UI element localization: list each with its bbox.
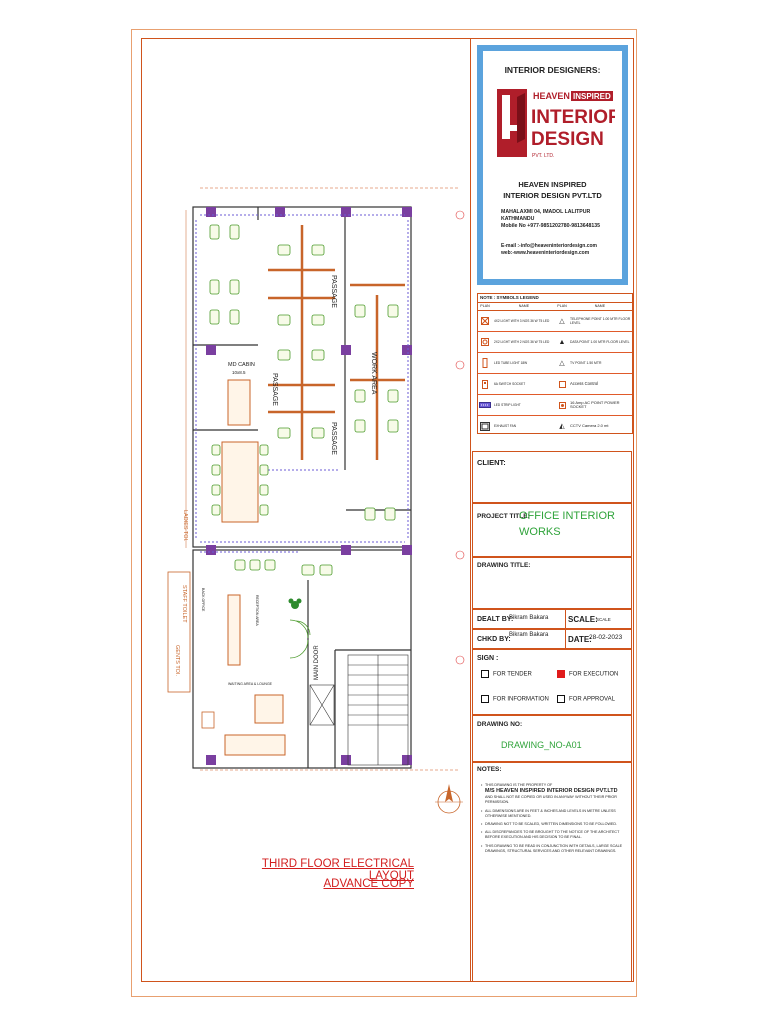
md-cabin-size: 10x8.5 bbox=[232, 370, 246, 375]
company-logo-icon: HEAVEN INSPIRED INTERIOR DESIGN PVT. LTD… bbox=[497, 89, 615, 159]
passage-label-3: PASSAGE bbox=[330, 422, 337, 455]
exhaust-fan-icon bbox=[480, 421, 490, 431]
designer-header: INTERIOR DESIGNERS: bbox=[504, 65, 601, 75]
sheet-outer-border bbox=[131, 29, 637, 997]
sign-block: SIGN : FOR TENDER FOR EXECUTION FOR INFO… bbox=[472, 649, 632, 715]
light-4x2-icon bbox=[481, 317, 489, 325]
project-title-value: OFFICE INTERIOR bbox=[519, 510, 615, 522]
designer-logo-panel: INTERIOR DESIGNERS: HEAVEN INSPIRED INTE… bbox=[477, 45, 628, 285]
checked-label: CHKD BY: bbox=[477, 636, 511, 643]
tender-checkbox[interactable] bbox=[481, 670, 489, 678]
execution-checkbox[interactable] bbox=[557, 670, 565, 678]
legend-row: LED TUBE LIGHT 18W △ TV POINT 1.50 MTR bbox=[478, 353, 632, 374]
sheet-inner-border bbox=[141, 38, 634, 982]
for-tender-option[interactable]: FOR TENDER bbox=[481, 670, 532, 678]
telephone-point-icon: △ bbox=[559, 318, 565, 325]
company-contact: E-mail :-info@heaveninteriordesign.com w… bbox=[501, 243, 598, 256]
waiting-area-label: WAITING AREA & LOUNGE bbox=[228, 682, 273, 686]
note-item: ALL DISCREPANCIES TO BE BROUGHT TO THE N… bbox=[481, 830, 625, 840]
logo-design-text: DESIGN bbox=[531, 129, 604, 150]
dealt-label: DEALT BY: bbox=[477, 616, 514, 623]
project-title-label: PROJECT TITLE: bbox=[477, 513, 530, 520]
date-label: DATE: bbox=[568, 635, 592, 644]
note-item: THIS DRAWING IS THE PROPERTY OF M/S HEAV… bbox=[481, 783, 625, 806]
passage-label-1: PASSAGE bbox=[330, 275, 337, 308]
main-door-label: MAIN DOOR bbox=[314, 645, 320, 680]
drawing-number-value: DRAWING_NO-A01 bbox=[501, 740, 582, 750]
for-approval-option[interactable]: FOR APPROVAL bbox=[557, 695, 615, 703]
legend-row: EXHAUST FAN ◭ CCTV Camera 2.0 mt bbox=[478, 416, 632, 436]
north-arrow-icon bbox=[435, 784, 463, 814]
note-item: THIS DRAWING TO BE READ IN CONJUNCTION W… bbox=[481, 844, 625, 854]
legend-title: NOTE : SYMBOLS LEGEND bbox=[478, 294, 632, 303]
legend-row: 6A SWITCH SOCKET Access Control bbox=[478, 374, 632, 395]
data-point-icon: ▲ bbox=[558, 338, 566, 346]
legend-row: LED STRIP LIGHT 16 Amp AC POINT POWER SO… bbox=[478, 395, 632, 416]
logo-inspired-text: INSPIRED bbox=[573, 92, 611, 101]
drawing-main-title: THIRD FLOOR ELECTRICAL LAYOUT bbox=[261, 858, 414, 882]
title-block-divider bbox=[470, 38, 471, 982]
tv-point-icon: △ bbox=[559, 360, 565, 367]
logo-heaven-text: HEAVEN bbox=[533, 91, 570, 101]
legend-row: 2X2 LIGHT WITH 2 NOS 36 W T5 LED ▲ DATA … bbox=[478, 332, 632, 353]
md-cabin-label: MD CABIN bbox=[228, 362, 255, 368]
note-item: DRAWING NOT TO BE SCALED, WRITTEN DIMENS… bbox=[481, 822, 625, 827]
client-block: CLIENT: bbox=[472, 451, 632, 503]
drawing-number-block: DRAWING NO: DRAWING_NO-A01 bbox=[472, 715, 632, 762]
sign-label: SIGN : bbox=[477, 655, 499, 662]
project-title-block: PROJECT TITLE: OFFICE INTERIOR WORKS bbox=[472, 503, 632, 557]
information-checkbox[interactable] bbox=[481, 695, 489, 703]
reception-area-label: RECEPTION AREA bbox=[255, 595, 259, 626]
for-information-option[interactable]: FOR INFORMATION bbox=[481, 695, 549, 703]
company-name: HEAVEN INSPIRED INTERIOR DESIGN PVT.LTD bbox=[503, 180, 602, 200]
logo-pvt-text: PVT. LTD. bbox=[532, 153, 554, 159]
checked-value: Bikram Bakara bbox=[509, 632, 549, 638]
work-area-label: WORK AREA bbox=[370, 352, 377, 395]
access-control-icon bbox=[556, 380, 568, 388]
legend-row: 4X2 LIGHT WITH 3 NOS 36 W T5 LED △ TELEP… bbox=[478, 311, 632, 332]
logo-interior-text: INTERIOR bbox=[531, 107, 615, 128]
tube-light-icon bbox=[482, 358, 488, 368]
date-value: 28-02-2023 bbox=[589, 634, 623, 641]
gents-toilet-label: GENTS TOI. bbox=[174, 645, 180, 676]
notes-label: NOTES: bbox=[477, 766, 502, 773]
cctv-camera-icon: ◭ bbox=[559, 423, 565, 430]
for-execution-option[interactable]: FOR EXECUTION bbox=[557, 670, 618, 678]
legend-header-row: PLAN NAME PLAN NAME bbox=[478, 303, 632, 311]
drawing-number-label: DRAWING NO: bbox=[477, 721, 523, 728]
scale-value: SCALE bbox=[596, 617, 611, 622]
drawing-title-label: DRAWING TITLE: bbox=[477, 562, 531, 569]
symbols-legend: NOTE : SYMBOLS LEGEND PLAN NAME PLAN NAM… bbox=[477, 293, 633, 434]
notes-block: NOTES: THIS DRAWING IS THE PROPERTY OF M… bbox=[472, 762, 632, 982]
checked-row: CHKD BY: Bikram Bakara DATE: 28-02-2023 bbox=[472, 629, 632, 649]
strip-light-icon bbox=[479, 402, 491, 408]
approval-checkbox[interactable] bbox=[557, 695, 565, 703]
dealt-row: DEALT BY: Bikram Bakara SCALE: SCALE bbox=[472, 609, 632, 629]
project-title-value-line2: WORKS bbox=[519, 526, 561, 538]
floor-plan-drawing: PASSAGE PASSAGE PASSAGE WORK AREA MD CAB… bbox=[167, 187, 465, 771]
light-2x2-icon bbox=[481, 338, 489, 346]
ac-power-socket-icon bbox=[556, 401, 568, 409]
company-address: MAHALAXMI 04, IMADOL LALITPUR KATHMANDU … bbox=[501, 209, 601, 229]
notes-list: THIS DRAWING IS THE PROPERTY OF M/S HEAV… bbox=[477, 783, 629, 857]
drawing-subtitle: ADVANCE COPY bbox=[323, 878, 414, 890]
client-label: CLIENT: bbox=[477, 458, 506, 467]
back-office-label: BACK OFFICE bbox=[201, 588, 205, 612]
dealt-value: Bikram Bakara bbox=[509, 615, 549, 621]
note-item: ALL DIMENSIONS ARE IN FEET & INCHES AND … bbox=[481, 809, 625, 819]
drawing-title-block: DRAWING TITLE: bbox=[472, 557, 632, 609]
passage-label-2: PASSAGE bbox=[271, 373, 278, 406]
scale-label: SCALE: bbox=[568, 615, 598, 624]
ladies-toilet-label: LADIES TOI. bbox=[182, 510, 188, 542]
staff-toilet-label: STAFF TOILET bbox=[181, 585, 187, 623]
switch-socket-icon bbox=[482, 379, 488, 389]
